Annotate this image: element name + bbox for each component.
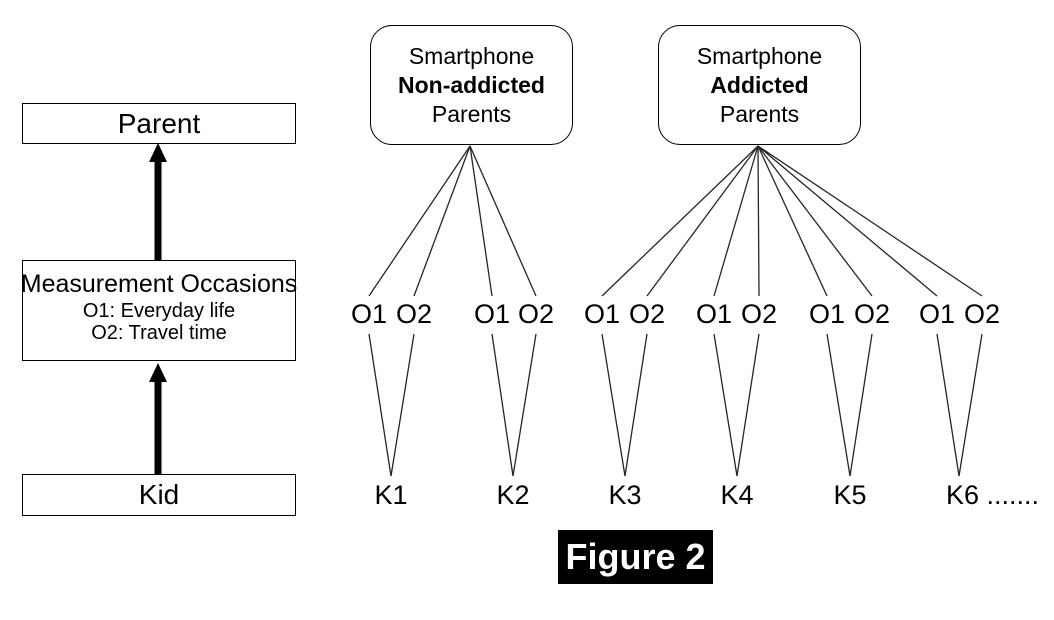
nonaddicted-parents-box: Smartphone Non-addicted Parents: [370, 25, 573, 145]
occasion-label: O2: [740, 299, 778, 329]
kid-box: Kid: [22, 474, 296, 516]
kid-label: K4: [720, 480, 754, 510]
occasion-label: O2: [963, 299, 1001, 329]
measurement-occasions-box: Measurement Occasions O1: Everyday life …: [20, 260, 298, 361]
figure-caption: Figure 2: [558, 530, 713, 584]
parent-box: Parent: [22, 103, 296, 144]
occasion-label: O1: [583, 299, 621, 329]
kid-label: K5: [833, 480, 867, 510]
measurement-box-title: Measurement Occasions: [20, 270, 298, 298]
kid-label: K2: [496, 480, 530, 510]
occasion-label: O1: [473, 299, 511, 329]
kid-label: K3: [608, 480, 642, 510]
occasion-label: O1: [808, 299, 846, 329]
occasion-label: O1: [350, 299, 388, 329]
kid-label: K6 .......: [946, 480, 1040, 510]
occasion-label: O2: [395, 299, 433, 329]
occasion-label: O2: [628, 299, 666, 329]
fan-lines-nonaddicted: [368, 145, 537, 297]
kid-box-label: Kid: [138, 479, 180, 510]
arrow-measurement-to-parent: [149, 143, 167, 260]
nonaddicted-line3: Parents: [431, 100, 512, 127]
figure-caption-label: Figure 2: [565, 536, 706, 577]
occasion-label: O1: [695, 299, 733, 329]
arrow-kid-to-measurement: [149, 363, 167, 474]
kid-label: K1: [374, 480, 408, 510]
occasion-label: O2: [853, 299, 891, 329]
occasion-to-kid-lines: [368, 333, 983, 477]
addicted-line2: Addicted: [710, 71, 809, 98]
occasion-label: O1: [918, 299, 956, 329]
occasion-label: O2: [517, 299, 555, 329]
nonaddicted-line2: Non-addicted: [398, 71, 545, 98]
addicted-line3: Parents: [719, 100, 800, 127]
nonaddicted-line1: Smartphone: [408, 42, 535, 69]
o2-definition: O2: Travel time: [91, 322, 227, 344]
o1-definition: O1: Everyday life: [82, 300, 236, 322]
fan-lines-addicted: [601, 145, 983, 297]
parent-box-label: Parent: [117, 107, 201, 139]
addicted-parents-box: Smartphone Addicted Parents: [658, 25, 861, 145]
addicted-line1: Smartphone: [696, 42, 823, 69]
